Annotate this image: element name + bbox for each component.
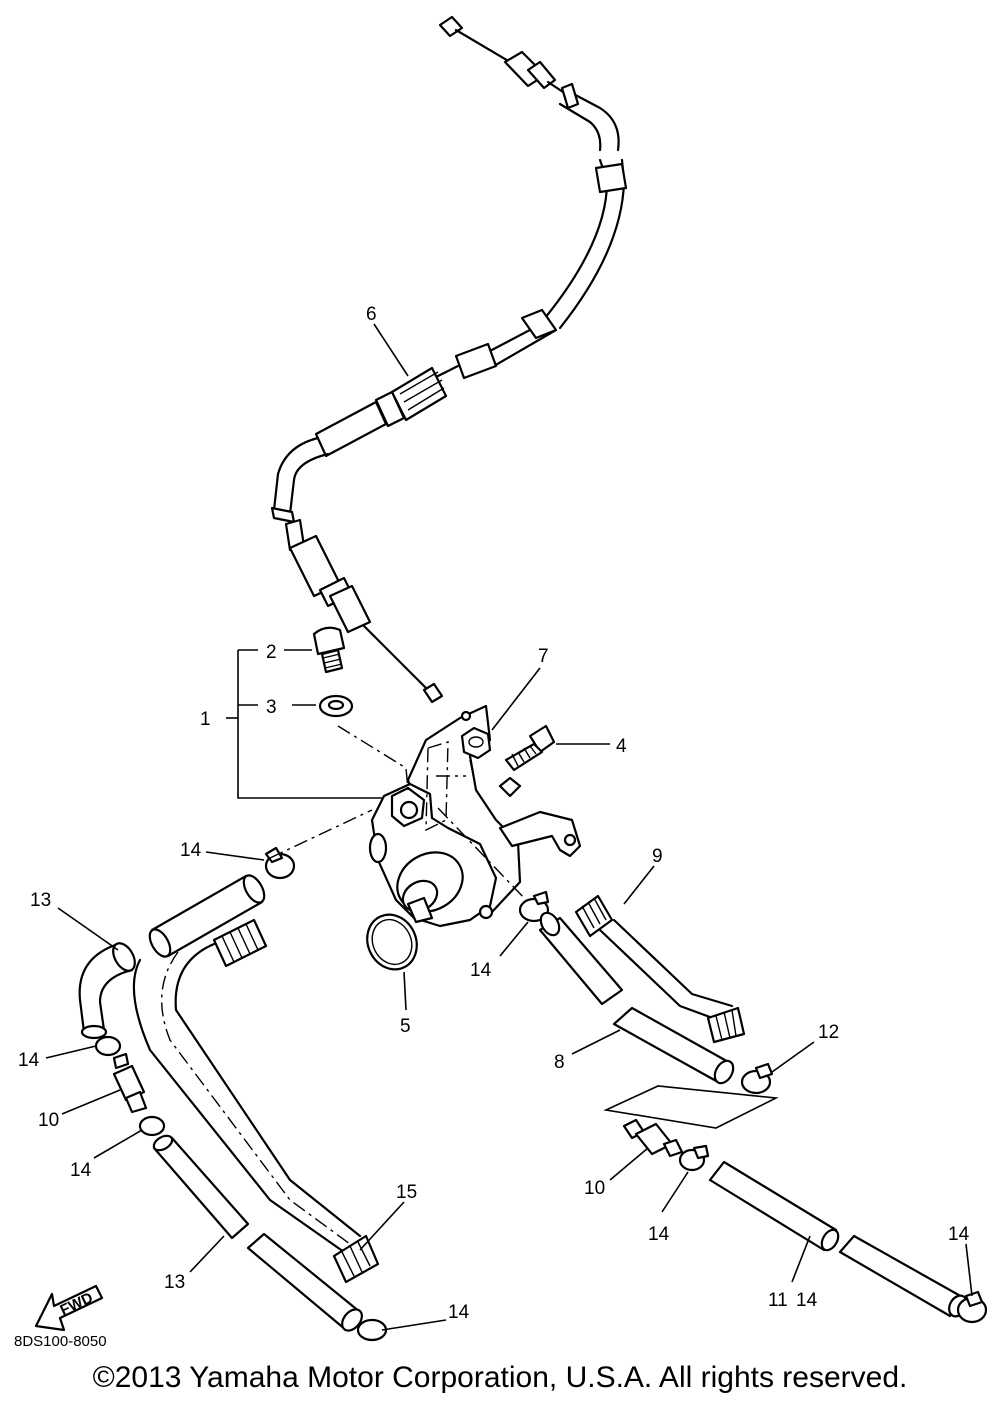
oil-pump	[368, 704, 582, 928]
callout-7: 7	[538, 646, 549, 667]
fwd-label: FWD	[58, 1289, 96, 1319]
hose-13-upper	[78, 942, 136, 1040]
callout-14-a: 14	[180, 840, 202, 861]
callout-13-lower: 13	[164, 1272, 185, 1293]
callout-14-f: 14	[648, 1224, 670, 1245]
callout-14-g: 14	[948, 1224, 970, 1245]
hose-13-lower	[152, 1134, 388, 1342]
callout-13-upper: 13	[30, 890, 51, 911]
callout-6: 6	[366, 304, 377, 325]
bracket-outline	[603, 1085, 779, 1129]
part-code: 8DS100-8050	[14, 1333, 107, 1350]
hose-11	[708, 1160, 968, 1318]
clamp-12	[740, 1062, 774, 1095]
fwd-arrow-icon: FWD	[34, 1284, 104, 1332]
callout-14-d: 14	[70, 1160, 92, 1181]
o-ring-5	[366, 913, 418, 971]
bolt-2	[312, 626, 346, 674]
clamp-14-far-right	[956, 1290, 988, 1324]
fitting-10-right	[622, 1118, 684, 1158]
throttle-cable	[270, 15, 628, 704]
clamp-14-right	[678, 1144, 710, 1172]
callout-8: 8	[554, 1052, 565, 1073]
hose-upper-left	[148, 874, 266, 958]
washer-3	[318, 694, 354, 718]
callout-14-b: 14	[470, 960, 492, 981]
bolt-4	[504, 724, 556, 772]
leaders	[45, 323, 973, 1331]
callout-15: 15	[396, 1182, 417, 1203]
callout-10-left: 10	[38, 1110, 59, 1131]
callout-14-c: 14	[18, 1050, 40, 1071]
hose-8	[538, 911, 735, 1085]
copyright-notice: ©2013 Yamaha Motor Corporation, U.S.A. A…	[92, 1361, 908, 1394]
callout-11: 11	[768, 1290, 788, 1311]
hose-9	[574, 894, 746, 1044]
left-fittings	[94, 1035, 166, 1137]
callouts: 1 2 3 4 5 6 7 8 9 10 10 11 12 13 13 14 1…	[18, 304, 970, 1323]
callout-5: 5	[400, 1016, 411, 1037]
nut-7	[460, 726, 492, 760]
callout-2: 2	[266, 642, 277, 663]
callout-4: 4	[616, 736, 627, 757]
clamp-14-upper	[264, 846, 296, 880]
callout-14-e: 14	[448, 1302, 470, 1323]
callout-10-right: 10	[584, 1178, 605, 1199]
callout-1: 1	[200, 709, 211, 730]
hose-15	[132, 918, 380, 1284]
callout-12: 12	[818, 1022, 839, 1043]
callout-14-h: 14	[796, 1290, 818, 1311]
callout-9: 9	[652, 846, 663, 867]
callout-3: 3	[266, 697, 277, 718]
